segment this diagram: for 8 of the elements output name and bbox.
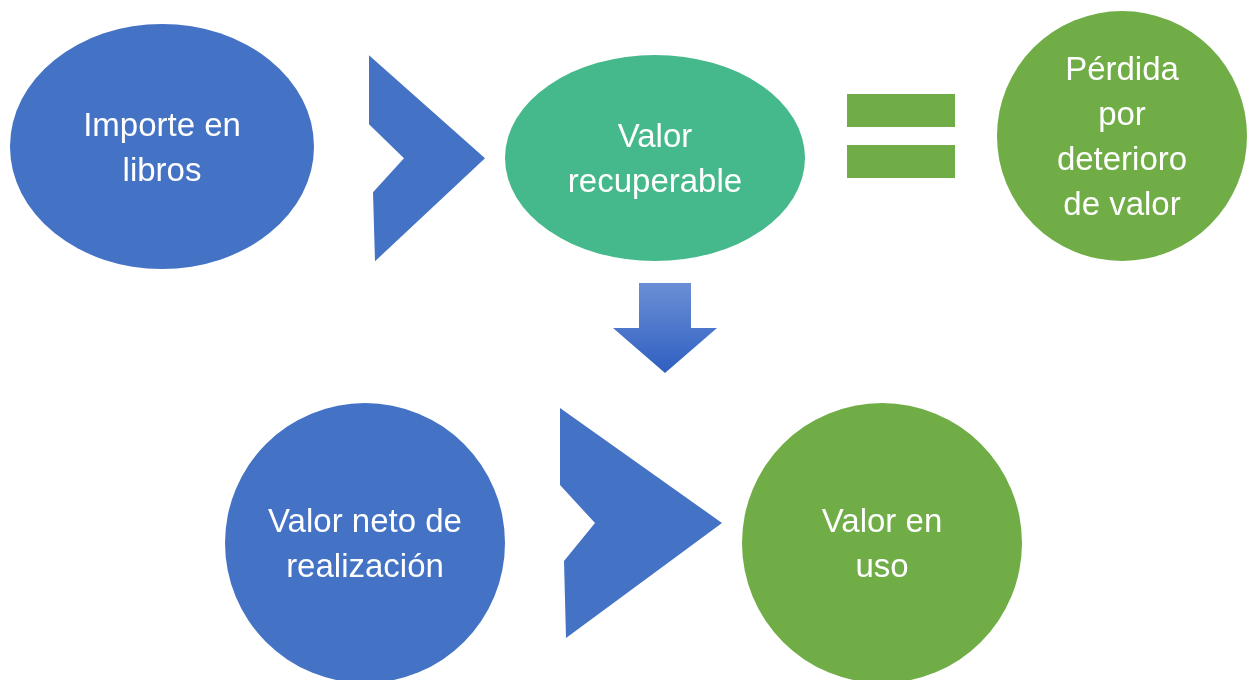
node-label: Pérdida por deterioro de valor: [1055, 49, 1189, 224]
node-label: Valor neto de realización: [267, 501, 463, 586]
node-label: Importe en libros: [82, 104, 242, 190]
node-label: Valor recuperable: [566, 116, 744, 201]
block-arrow: [613, 283, 717, 373]
chevron-arrow: [369, 55, 485, 262]
node-label: Valor en uso: [820, 501, 944, 586]
chevron-arrow: [560, 408, 722, 638]
